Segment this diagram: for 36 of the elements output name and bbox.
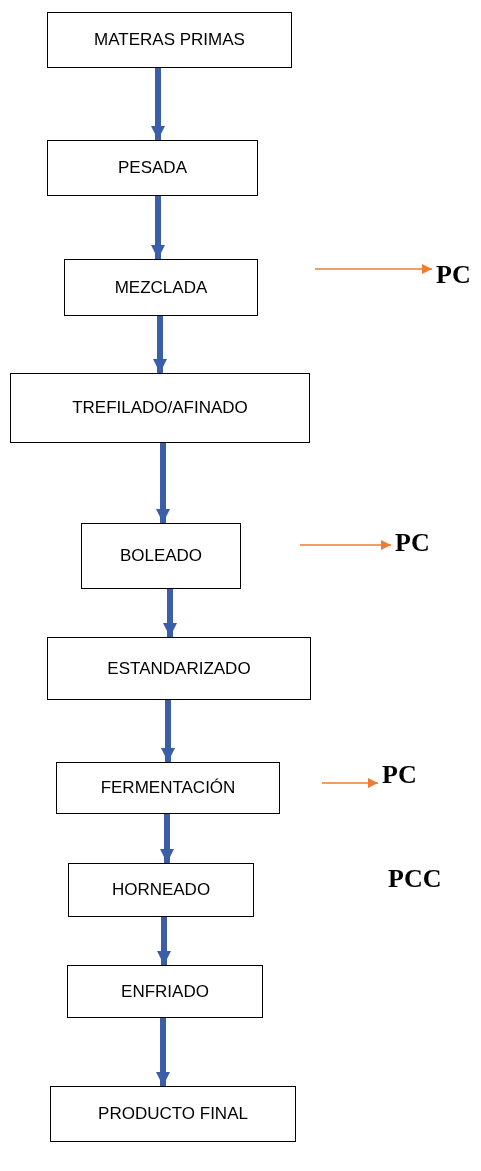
control-point-label: PC: [436, 262, 471, 288]
arrow: [153, 316, 167, 373]
step-label: HORNEADO: [111, 880, 211, 900]
step-label: ENFRIADO: [121, 981, 209, 1002]
arrow: [163, 589, 177, 637]
arrow: [314, 264, 433, 274]
step-label: TREFILADO/AFINADO: [72, 398, 248, 418]
step-label: FERMENTACIÓN: [100, 778, 236, 798]
step-label: BOLEADO: [119, 546, 203, 566]
critical-control-point-label: PCC: [388, 866, 442, 892]
process-box: [47, 637, 311, 700]
process-box: [56, 762, 280, 814]
arrow: [161, 700, 175, 762]
arrow: [299, 540, 392, 550]
arrow: [157, 917, 171, 965]
arrow: [160, 814, 174, 863]
process-box: [67, 965, 263, 1018]
step-label: PRODUCTO FINAL: [98, 1104, 248, 1124]
arrow: [321, 778, 379, 788]
step-label: PESADA: [118, 158, 187, 178]
step-label: MATERAS PRIMAS: [94, 30, 245, 50]
process-box: [81, 523, 241, 589]
arrow: [156, 1018, 170, 1086]
process-box: [50, 1086, 296, 1142]
control-point-label: PC: [395, 530, 430, 556]
process-box: [47, 12, 292, 68]
process-box: [47, 140, 258, 196]
control-point-label: PC: [382, 762, 417, 788]
step-label: ESTANDARIZADO: [107, 658, 251, 679]
arrow: [156, 443, 170, 523]
arrow: [151, 68, 165, 140]
step-label: MEZCLADA: [114, 277, 208, 298]
arrow: [151, 196, 165, 259]
process-box: [68, 863, 254, 917]
process-box: [64, 259, 258, 316]
process-box: [10, 373, 310, 443]
